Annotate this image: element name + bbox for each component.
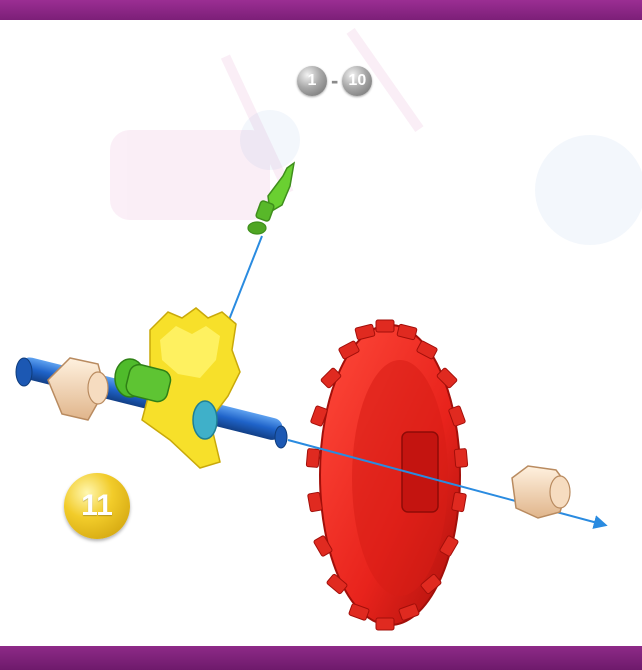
current-step-badge: 11	[64, 473, 130, 539]
insert-arrow-icon	[225, 236, 262, 330]
bottom-band	[0, 646, 642, 670]
spacer-icon	[512, 466, 570, 518]
gear-icon	[306, 320, 468, 630]
connector-icon	[248, 163, 294, 234]
